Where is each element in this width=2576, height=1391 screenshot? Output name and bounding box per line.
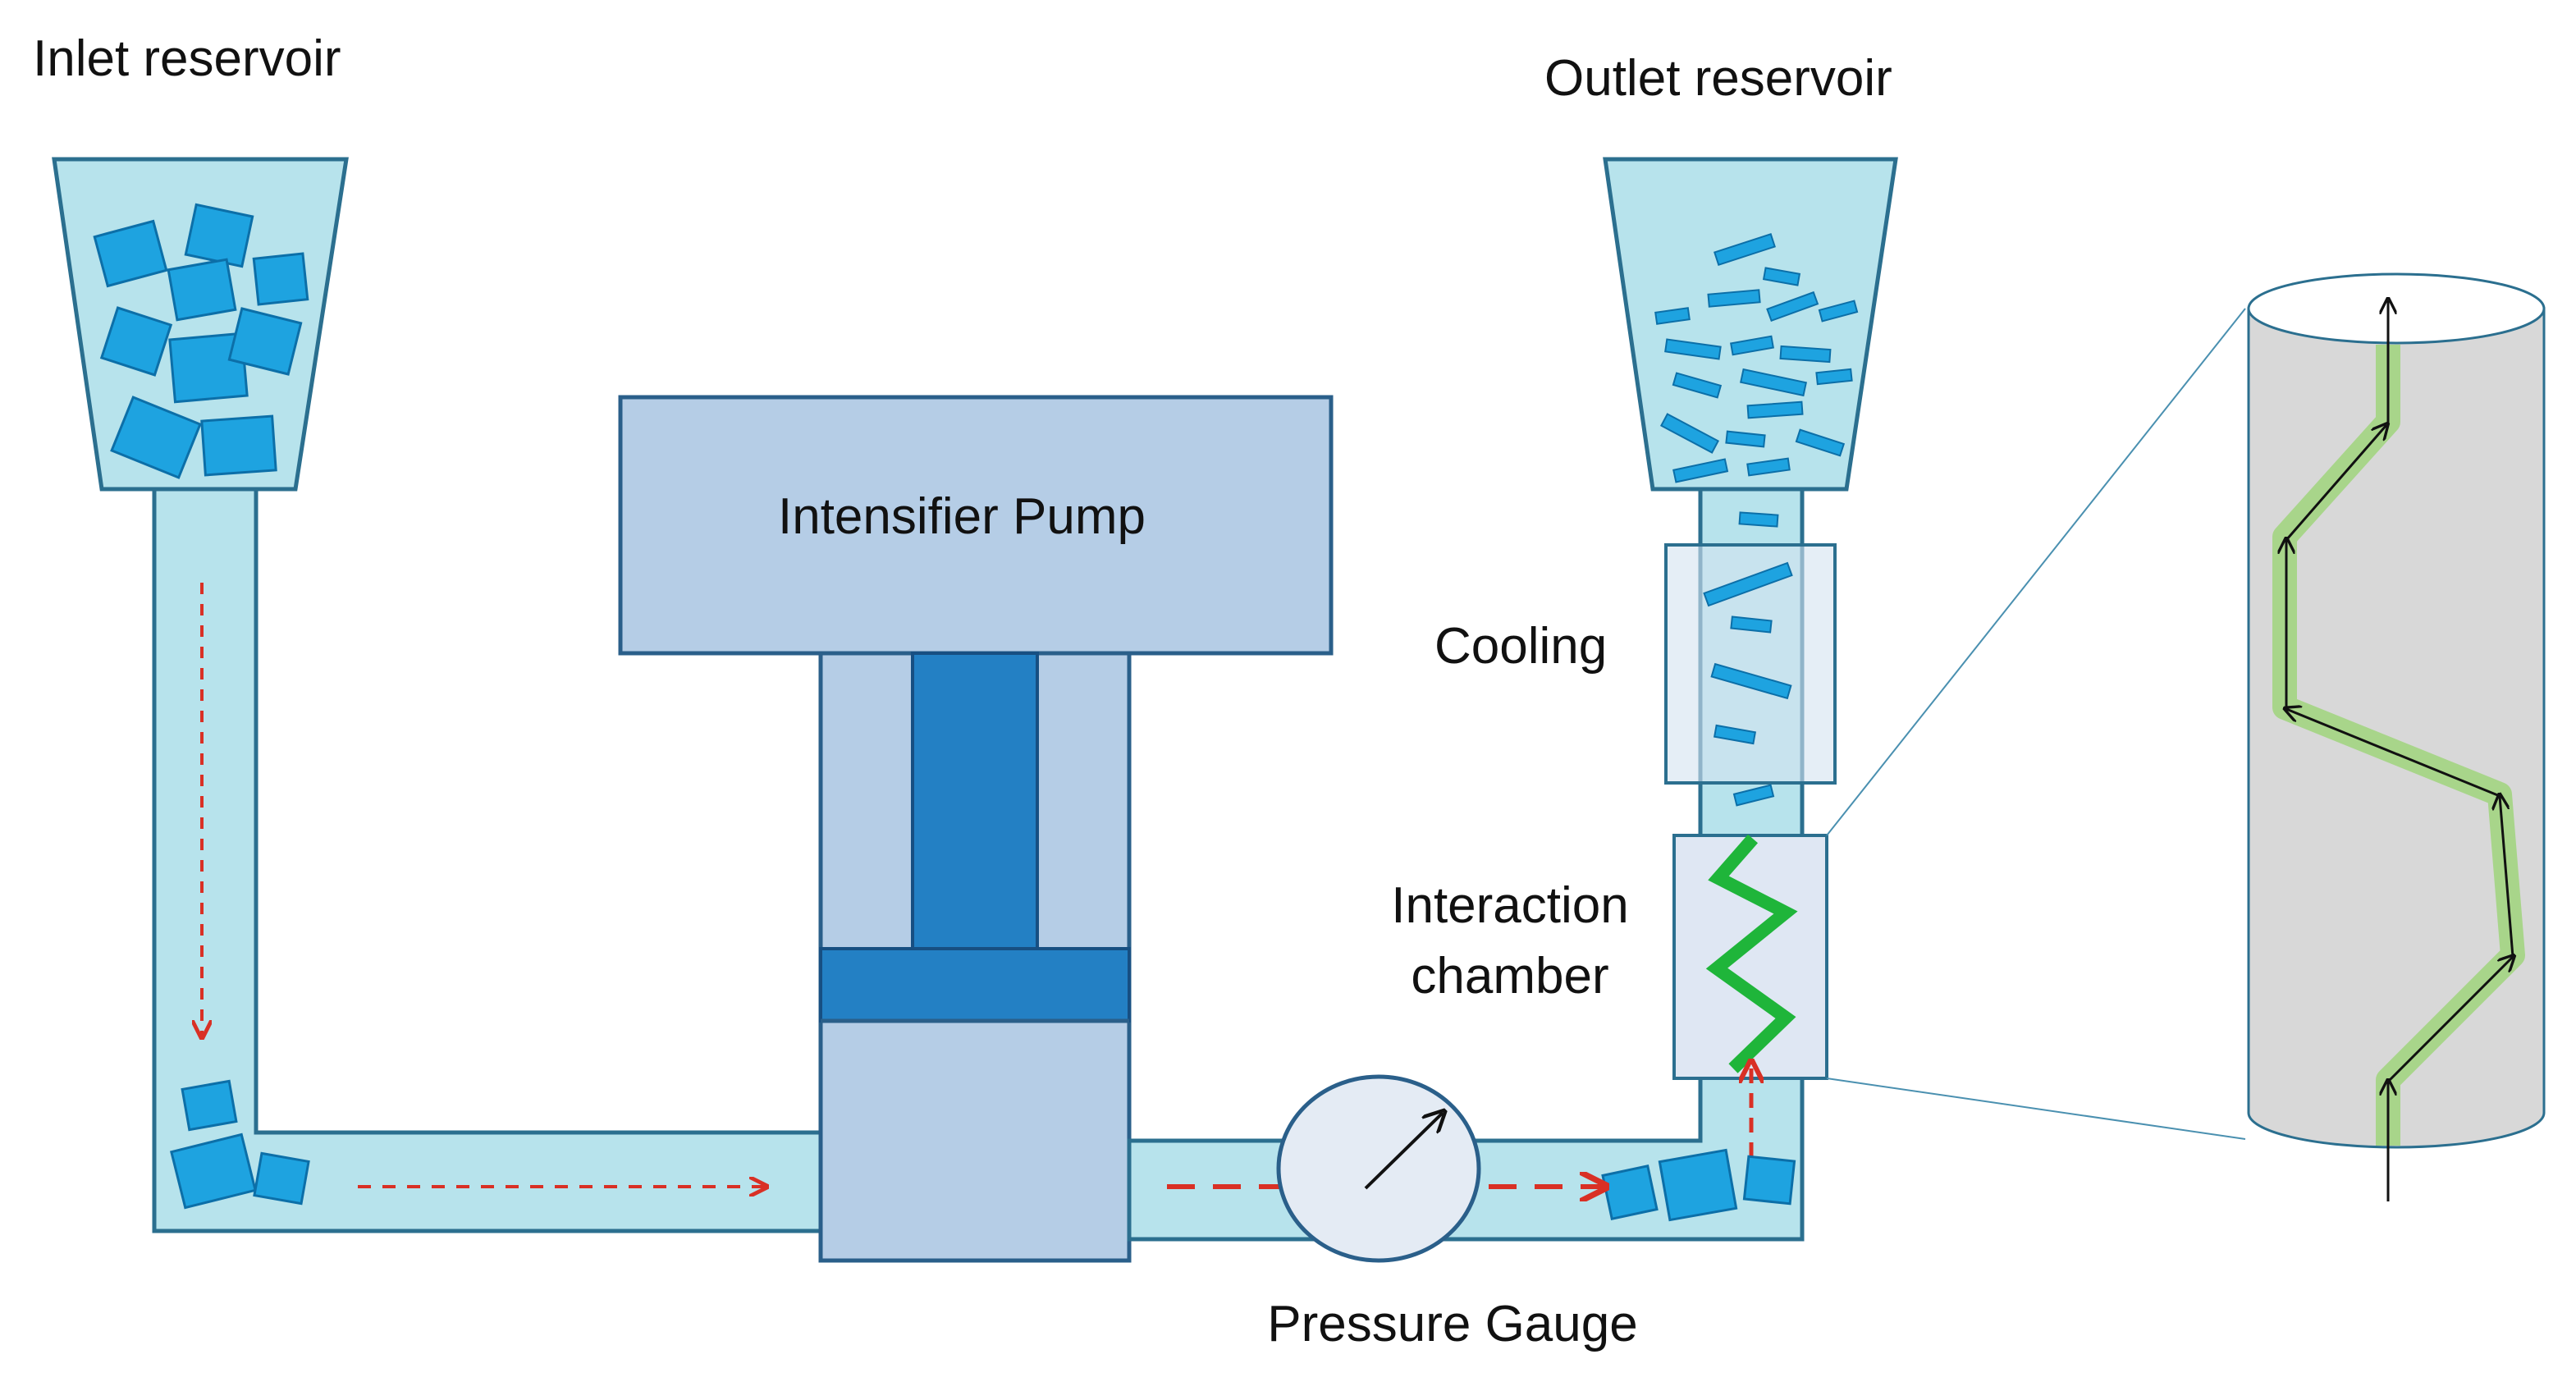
cooling-section	[1664, 543, 1837, 807]
zigzag-path	[1705, 834, 1798, 1073]
zoom-line-top	[1826, 308, 2246, 836]
outlet-particles	[1654, 233, 1859, 528]
zoom-line-bottom	[1826, 1078, 2246, 1140]
intensifier-pump-label: Intensifier Pump	[778, 488, 1146, 545]
intensifier-pump	[618, 395, 1334, 1263]
pressure-gauge-label: Pressure Gauge	[1267, 1296, 1637, 1352]
inlet-reservoir-label: Inlet reservoir	[33, 30, 341, 87]
interaction-chamber-label-line1: Interaction	[1391, 877, 1629, 934]
inlet-pipe-particles	[170, 1079, 310, 1210]
outlet-reservoir	[1603, 157, 1898, 492]
inlet-particles	[93, 203, 309, 479]
chamber-detail-cylinder	[2247, 272, 2546, 1201]
interaction-chamber-label-line2: chamber	[1411, 948, 1608, 1004]
pressure-gauge	[1276, 1074, 1481, 1263]
cooling-label: Cooling	[1434, 618, 1607, 675]
outlet-reservoir-label: Outlet reservoir	[1544, 50, 1892, 107]
interaction-chamber	[1672, 834, 1828, 1080]
gauge-needle	[1364, 1113, 1443, 1190]
